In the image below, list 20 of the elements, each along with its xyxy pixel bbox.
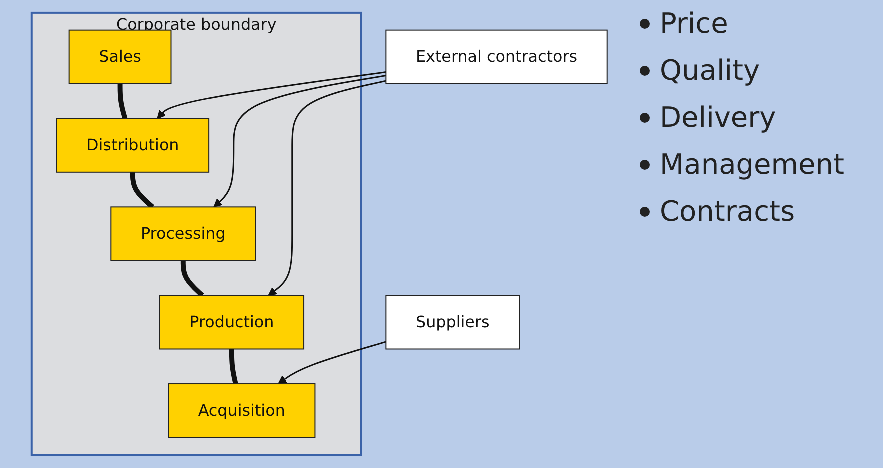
list-item-text: Price — [660, 7, 728, 40]
connector — [181, 260, 205, 298]
node-box: Distribution — [56, 118, 210, 173]
list-item-text: Quality — [660, 54, 760, 87]
connector — [230, 349, 239, 385]
list-item-text: Management — [660, 148, 844, 181]
node-box: Suppliers — [386, 295, 520, 350]
node-box: Processing — [111, 206, 257, 262]
arrow — [214, 75, 387, 208]
node-box: External contractors — [386, 30, 608, 84]
node-box: Acquisition — [168, 384, 316, 438]
list-item-text: Contracts — [660, 195, 796, 228]
arrow — [268, 80, 387, 296]
list-item-text: Delivery — [660, 101, 776, 134]
arrow — [157, 72, 387, 120]
arrow — [278, 341, 387, 384]
connector — [130, 172, 155, 210]
node-box: Production — [160, 295, 305, 350]
connector — [118, 84, 128, 120]
node-box: Sales — [69, 30, 172, 84]
